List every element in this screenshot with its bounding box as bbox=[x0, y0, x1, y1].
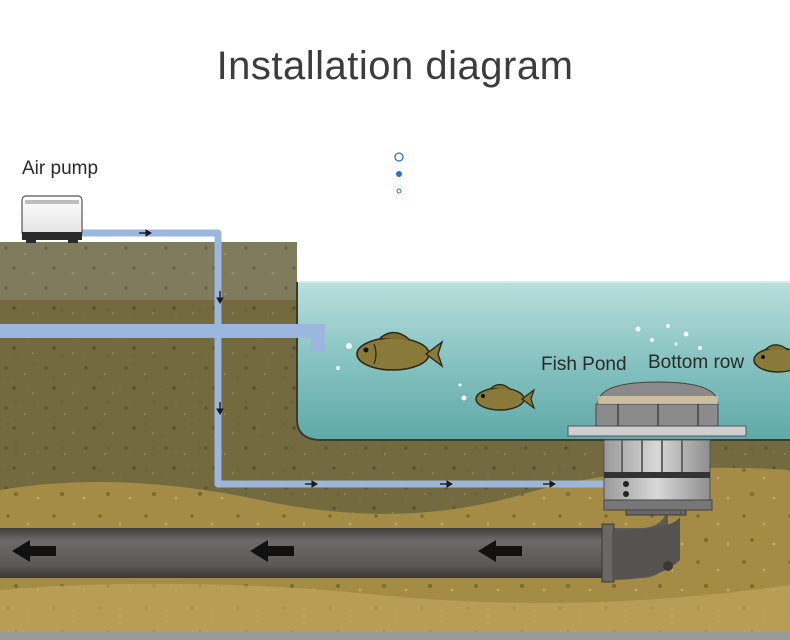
drain-flow-arrows bbox=[12, 540, 522, 562]
fish-icon bbox=[475, 383, 536, 411]
air-pump-icon bbox=[21, 195, 83, 243]
fish-icon bbox=[753, 344, 790, 373]
bottom-row-label: Bottom row bbox=[648, 352, 745, 373]
air-flow-arrows bbox=[139, 229, 556, 488]
page-indicator bbox=[394, 152, 404, 194]
fish-icon bbox=[356, 331, 444, 371]
air-pump-label: Air pump bbox=[22, 158, 99, 179]
bottom-drain-icon bbox=[567, 381, 747, 511]
diagram-title: Installation diagram bbox=[216, 44, 574, 88]
fish-pond-label: Fish Pond bbox=[541, 354, 627, 375]
air-bubbles bbox=[336, 324, 702, 401]
